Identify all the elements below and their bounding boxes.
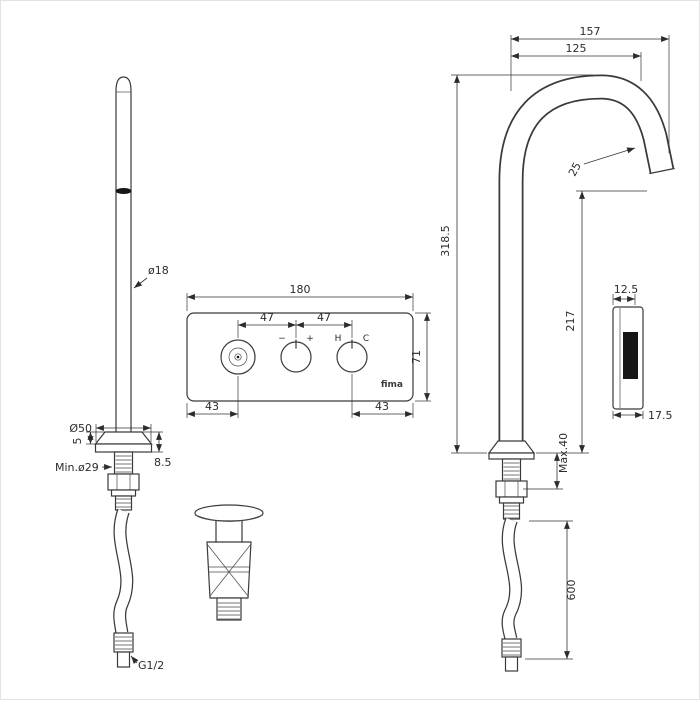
washer (498, 496, 525, 504)
panel-brand-logo: fima (381, 380, 403, 390)
fitting-thread (503, 642, 520, 656)
diverter-knob-inner (234, 353, 242, 361)
dim-height-total: 318.5 (439, 225, 452, 257)
mounting-nut (107, 473, 140, 491)
gooseneck-tube-inner (500, 76, 673, 453)
flex-hose-inner (114, 509, 132, 634)
knob-flow-plus-label: + (306, 334, 314, 344)
control-panel-dimensions: 180 47 47 71 43 43 (186, 283, 431, 418)
drain-body-side (206, 541, 211, 599)
knob-side-profile (623, 332, 638, 379)
leader-tip (583, 147, 636, 165)
fitting-thread (115, 636, 132, 650)
dim-min-hole: Min.ø29 (55, 461, 99, 474)
drain-cap-rim (194, 514, 264, 522)
straight-faucet-dimensions: ø18 Ø50 5 8.5 Min.ø29 G1/2 (55, 264, 172, 672)
dim-depth-total: 17.5 (648, 409, 673, 422)
diverter-knob-outer (220, 339, 256, 375)
lower-thread (502, 502, 521, 520)
panel-face (186, 312, 414, 402)
dim-panel-height: 71 (410, 350, 423, 364)
dim-escutcheon-height: 5 (71, 438, 84, 445)
pop-up-drain (194, 504, 264, 621)
leader-spout-diameter (133, 277, 148, 289)
gooseneck-faucet (487, 74, 675, 672)
mounting-nut (495, 480, 528, 498)
side-view-dimensions: 12.5 17.5 (612, 283, 673, 422)
gooseneck-dimensions: 157 125 318.5 217 25 Max.40 600 (439, 25, 670, 660)
nut-facets (116, 474, 131, 490)
dim-reach-total: 157 (580, 25, 601, 38)
straight-faucet (94, 76, 153, 668)
dim-panel-width: 180 (290, 283, 311, 296)
dim-reach-outlet: 125 (566, 42, 587, 55)
spout-body (115, 76, 132, 433)
diverter-knob-mid (228, 347, 248, 367)
dim-base-total-height: 8.5 (154, 456, 172, 469)
shank (113, 451, 134, 475)
drain-tailpiece (216, 597, 242, 621)
knob-flow-minus-label: − (278, 334, 286, 344)
control-panel: − + H C fima (186, 312, 414, 402)
base-flange (487, 440, 536, 454)
lower-thread-lines (116, 498, 131, 508)
leader-thread (130, 655, 139, 664)
dim-hose-length: 600 (565, 580, 578, 601)
diverter-knob-dot (236, 355, 240, 359)
fitting-tip (504, 656, 519, 672)
dim-tip: 25 (566, 160, 584, 178)
drain-clip-cross (206, 543, 249, 597)
washer (110, 489, 137, 497)
dim-base-diameter: Ø50 (69, 422, 92, 435)
dim-connection-thread: G1/2 (138, 659, 164, 672)
base-flange (94, 431, 153, 445)
dim-edge-gap-right: 43 (375, 400, 389, 413)
spout-outlet-face (649, 167, 675, 175)
dim-edge-gap-left: 43 (205, 400, 219, 413)
drain-cap (194, 504, 264, 522)
side-view-panel (612, 306, 644, 410)
lower-thread-lines (504, 505, 519, 519)
hose-fitting (501, 638, 522, 658)
knob-temp-cold-label: C (363, 334, 369, 344)
base-plate (94, 443, 153, 453)
drain-tail-thread (218, 602, 240, 620)
shank-thread (503, 462, 520, 480)
dim-outlet-height: 217 (564, 311, 577, 332)
drain-clip-cross (209, 543, 252, 597)
nut-facets (504, 481, 519, 497)
dim-knob-gap-right: 47 (317, 311, 331, 324)
drain-body-side (247, 541, 252, 599)
flex-hose-inner (502, 518, 521, 641)
dim-depth-top: 12.5 (614, 283, 639, 296)
dim-spout-diameter: ø18 (148, 264, 169, 277)
knob-temp-hot-label: H (335, 334, 342, 344)
shank (501, 458, 522, 482)
shank-thread (115, 455, 132, 473)
fitting-tip (116, 651, 131, 668)
aerator-slot (115, 188, 132, 194)
dim-deck-max: Max.40 (557, 433, 570, 473)
base-plate (488, 452, 535, 460)
dim-knob-gap-left: 47 (260, 311, 274, 324)
